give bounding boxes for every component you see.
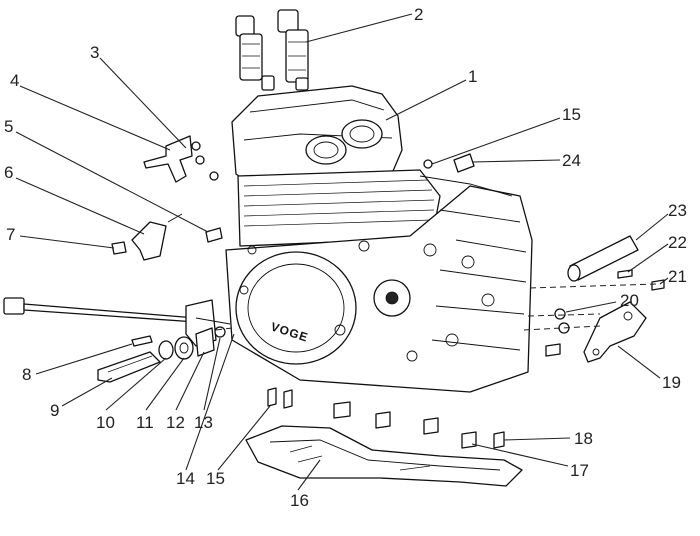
washer-10 (158, 340, 174, 360)
callout-7: 7 (6, 225, 15, 244)
callout-2: 2 (414, 5, 423, 24)
seal-13 (214, 326, 226, 338)
engine-assembly (225, 85, 533, 393)
callout-8: 8 (22, 365, 31, 384)
ignition-coil-left (235, 15, 275, 91)
callout-5: 5 (4, 117, 13, 136)
bolt-21 (651, 279, 665, 291)
callout-21: 21 (668, 267, 687, 286)
callout-15-upper: 15 (562, 105, 581, 124)
clutch-cover (235, 251, 357, 365)
callout-14: 14 (176, 469, 195, 488)
callout-11: 11 (136, 413, 154, 432)
callout-9: 9 (50, 401, 59, 420)
bolts-3 (191, 141, 219, 181)
callout-13: 13 (194, 413, 213, 432)
ignition-coil-right (277, 9, 309, 91)
assembly-axes (215, 283, 657, 331)
callout-18: 18 (574, 429, 593, 448)
bracket-4 (143, 135, 193, 183)
callout-19: 19 (662, 373, 681, 392)
bolt-5 (205, 227, 223, 243)
callout-15-lower: 15 (206, 469, 225, 488)
pipe-23 (567, 235, 639, 282)
fitting-24 (453, 153, 475, 173)
callout-22: 22 (668, 233, 687, 252)
callout-3: 3 (90, 43, 99, 62)
bracket-6 (131, 221, 167, 261)
washer-11 (174, 336, 194, 360)
skid-plate-16 (245, 425, 523, 487)
lever-9 (97, 351, 161, 383)
callout-6: 6 (4, 163, 13, 182)
callout-20: 20 (620, 291, 639, 310)
bolt-18 (493, 431, 505, 449)
callout-labels: 1 2 3 4 5 6 7 8 9 10 11 12 13 14 15 15 1… (4, 5, 687, 510)
callout-23: 23 (668, 201, 687, 220)
callout-1: 1 (468, 67, 477, 86)
intake-port-left (305, 135, 347, 165)
bolt-7 (111, 241, 127, 255)
callout-10: 10 (96, 413, 115, 432)
mounts-17 (333, 401, 477, 449)
ignition-coils (235, 9, 309, 91)
bolt-15-upper (423, 159, 433, 169)
intake-port-right (341, 119, 383, 149)
leader-lines (15, 13, 669, 491)
callout-12: 12 (166, 413, 185, 432)
callout-4: 4 (10, 71, 19, 90)
pin-8 (131, 335, 153, 347)
bolts-20 (545, 308, 570, 357)
bracket-19 (583, 301, 647, 363)
part-12 (195, 327, 215, 357)
cylinder-block (237, 169, 441, 247)
callout-16: 16 (290, 491, 309, 510)
bolts-15-lower (267, 387, 293, 409)
callout-17: 17 (570, 461, 589, 480)
callout-24: 24 (562, 151, 581, 170)
